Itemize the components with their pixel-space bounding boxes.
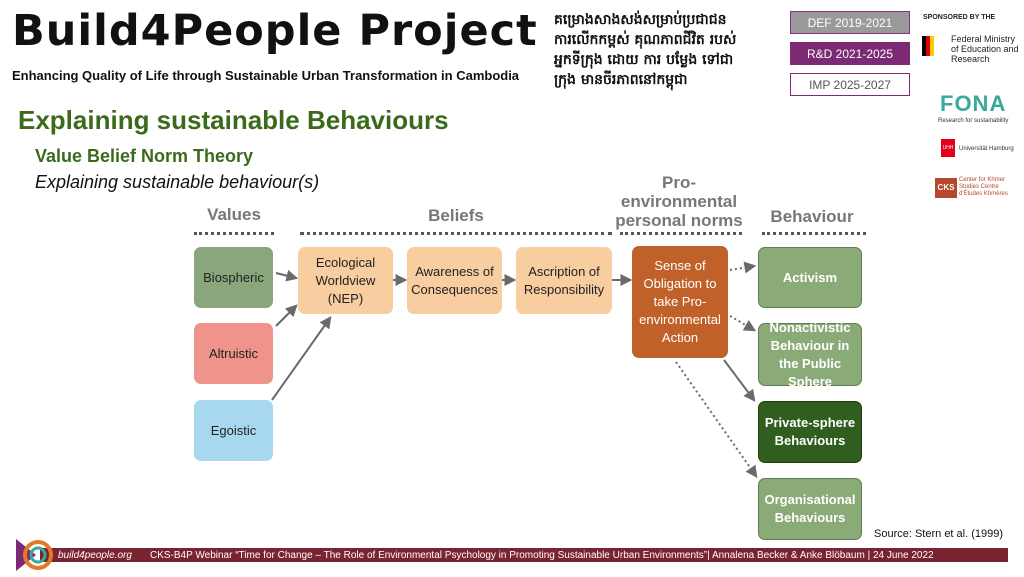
column-values: Values [207, 205, 261, 224]
footer-bar [40, 548, 1008, 562]
uhh-label: Universität Hamburg [959, 146, 1014, 152]
arrow-norm-nonactivistic [729, 315, 757, 332]
khmer-line: ការលើកកម្ពស់ គុណភាពជីវិត របស់ [554, 32, 737, 48]
bmbf-label: Federal Ministry of Education and Resear… [951, 34, 1019, 64]
phase-rnd: R&D 2021-2025 [790, 42, 910, 65]
arrow-norm-activism [729, 261, 757, 274]
khmer-line: អ្នកទីក្រុង ដោយ ការ បម្លែង ទៅជា [554, 52, 734, 68]
slide-heading: Explaining sustainable Behaviours [18, 105, 449, 135]
khmer-line: ក្រុង មានចីរភាពនៅកម្ពុជា [554, 72, 688, 88]
behaviour-activism: Activism [758, 247, 862, 308]
divider [300, 232, 612, 235]
khmer-line: គម្រោងសាងសង់សម្រាប់ប្រជាជន [554, 12, 727, 28]
footer-website: build4people.org [58, 550, 132, 561]
divider [762, 232, 866, 235]
arrow-biospheric-nep [275, 269, 299, 282]
cks-label: Center for Khmer Studies Centre d'Études… [959, 177, 1008, 197]
footer-caption: CKS-B4P Webinar “Time for Change – The R… [150, 550, 934, 561]
khmer-title: គម្រោងសាងសង់សម្រាប់ប្រជាជន ការលើកកម្ពស់ … [554, 10, 784, 90]
fona-logo: FONA [940, 91, 1007, 116]
behaviour-private: Private-sphere Behaviours [758, 401, 862, 463]
build4people-logo-icon [16, 539, 53, 571]
phase-imp: IMP 2025-2027 [790, 73, 910, 96]
slide-subheading: Explaining sustainable behaviour(s) [35, 172, 320, 192]
project-subtitle: Enhancing Quality of Life through Sustai… [12, 68, 520, 83]
belief-ascription: Ascription of Responsibility [516, 247, 612, 314]
source-citation: Source: Stern et al. (1999) [874, 528, 1004, 540]
phase-def: DEF 2019-2021 [790, 11, 910, 34]
value-egoistic: Egoistic [194, 400, 273, 461]
theory-name: Value Belief Norm Theory [35, 146, 254, 166]
value-altruistic: Altruistic [194, 323, 273, 384]
cks-logo-icon: CKS [935, 178, 957, 198]
arrow-egoistic-nep [271, 316, 332, 401]
belief-nep: Ecological Worldview (NEP) [298, 247, 393, 314]
value-biospheric: Biospheric [194, 247, 273, 308]
belief-awareness: Awareness of Consequences [407, 247, 502, 314]
arrow-altruistic-nep [275, 304, 298, 327]
arrow-norm-organisational [675, 361, 758, 478]
project-title: Build4People Project [12, 6, 538, 56]
fona-subtitle: Research for sustainability [938, 118, 1009, 124]
column-beliefs: Beliefs [428, 206, 484, 225]
divider [620, 232, 742, 235]
column-norms: Pro-environmental personal norms [615, 173, 743, 230]
arrow-norm-private [723, 359, 756, 402]
divider [194, 232, 274, 235]
column-behaviour: Behaviour [770, 207, 854, 226]
behaviour-nonactivistic: Nonactivistic Behaviour in the Public Sp… [758, 320, 862, 389]
norm-obligation: Sense of Obligation to take Pro-environm… [632, 246, 728, 358]
sponsored-label: SPONSORED BY THE [923, 14, 996, 21]
german-eagle-icon [922, 36, 934, 56]
behaviour-organisational: Organisational Behaviours [758, 478, 862, 540]
uhh-logo-icon: UHH [941, 139, 955, 157]
